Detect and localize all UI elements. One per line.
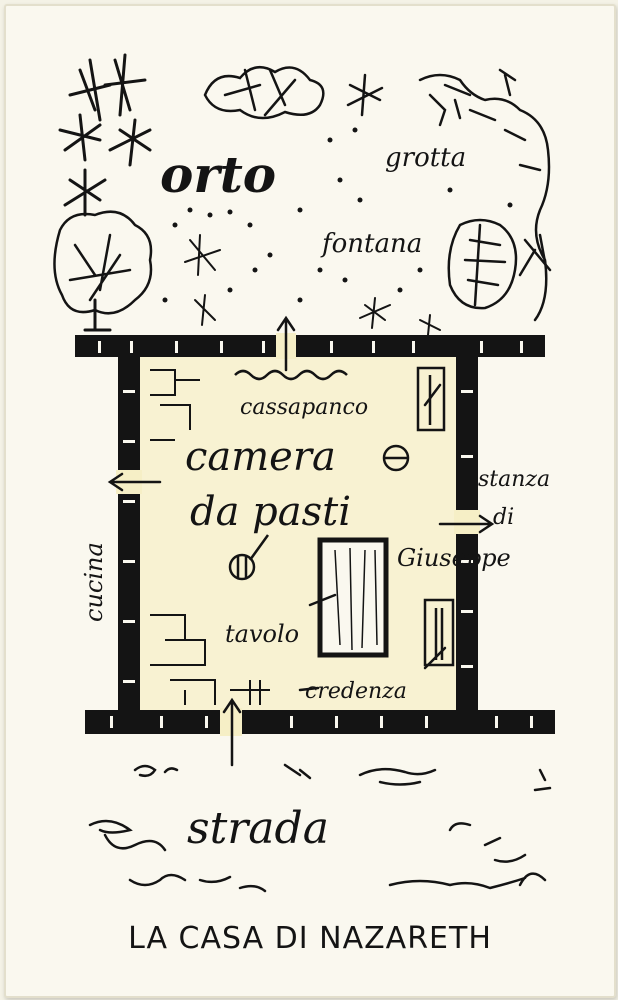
label-camera-line2: da pasti <box>190 489 351 535</box>
label-credenza: credenza <box>305 679 407 704</box>
label-fontana: fontana <box>320 229 422 259</box>
cassapanco-line <box>234 369 348 381</box>
plant-cluster-top-left <box>58 53 152 217</box>
label-cucina: cucina <box>80 542 108 622</box>
label-orto: orto <box>160 145 276 204</box>
label-stanza-line3: Giuseppe <box>397 544 511 572</box>
label-camera-line1: camera <box>185 434 336 480</box>
garden-vegetation <box>53 53 552 336</box>
garden-dots-fill <box>162 127 513 303</box>
street-markings <box>88 763 552 893</box>
label-cassapanco: cassapanco <box>240 395 368 420</box>
wall-stones <box>98 341 533 728</box>
stool-upper <box>382 444 410 472</box>
stool-lower <box>228 534 270 581</box>
label-grotta: grotta <box>385 143 466 173</box>
arrows <box>107 315 495 767</box>
diagram-title: LA CASA DI NAZARETH <box>128 921 492 956</box>
fountain <box>447 218 552 310</box>
floor-stones <box>150 369 270 705</box>
label-stanza-line1: stanza <box>478 467 550 492</box>
garden-dots <box>184 234 441 336</box>
label-strada: strada <box>187 803 329 854</box>
shrubs-top-middle <box>203 65 384 120</box>
label-stanza-line2: di <box>493 505 514 530</box>
room-interior <box>140 355 460 710</box>
house-floor-plan <box>75 315 555 767</box>
label-tavolo: tavolo <box>225 620 299 648</box>
tree-left <box>53 210 153 332</box>
